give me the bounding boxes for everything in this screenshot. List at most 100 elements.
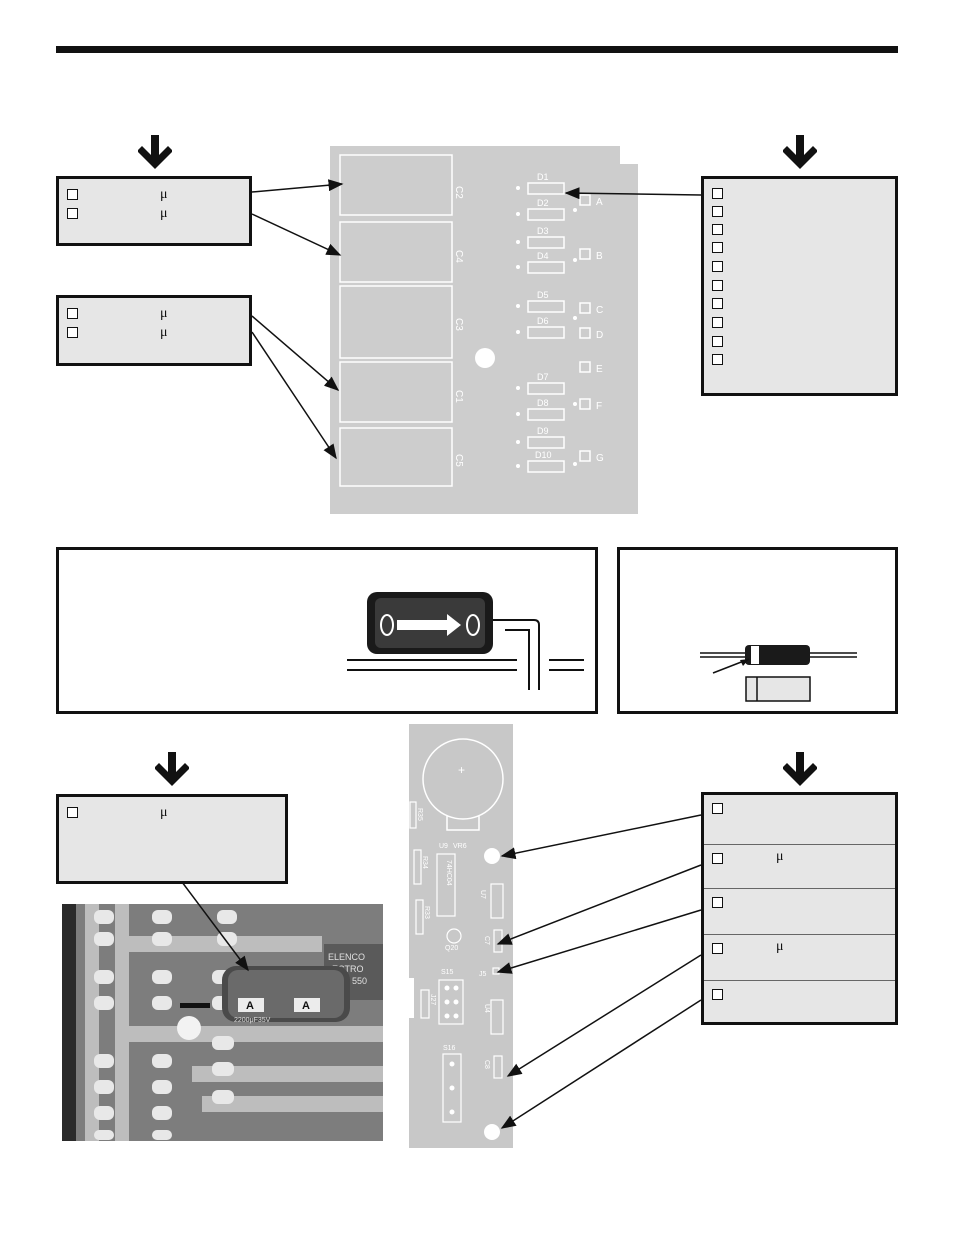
point-g-label: G [596,453,604,464]
d1-label: D1 [537,172,549,182]
part-s15: S15 [441,969,454,976]
c1-label: C1 [453,390,464,403]
cap-mark-2: A [302,1000,310,1012]
checklist-item [712,334,727,350]
pointer-lines-top [251,179,702,460]
checklist-item: μ [67,306,168,322]
checkbox[interactable] [712,943,723,954]
point-a-label: A [596,197,603,208]
checklist-item [712,278,727,294]
checklist-box-c2-c4: μ μ [56,176,252,246]
svg-text:+: + [458,763,465,777]
part-q20: Q20 [445,945,458,952]
part-u7: U7 [479,890,486,899]
checkbox[interactable] [67,208,78,220]
micro-symbol: μ [160,206,168,221]
diode-illustration [700,645,857,702]
checkbox[interactable] [67,807,78,819]
checklist-box-diodes [701,176,898,396]
photo-brand-1: ELENCO [328,952,365,962]
capacitor-mounting-panel [56,547,598,714]
c4-label: C4 [453,250,464,263]
d9-label: D9 [537,426,549,436]
d7-label: D7 [537,372,549,382]
micro-symbol: μ [160,187,168,202]
cap-mark-1: A [246,1000,254,1012]
part-r34: R34 [421,856,428,869]
checklist-item [704,889,895,935]
micro-symbol: μ [776,939,784,954]
checklist-item: μ [67,206,168,222]
checkbox[interactable] [712,897,723,908]
checkbox[interactable] [712,224,723,236]
checkbox[interactable] [712,989,723,1000]
down-arrow-icon [783,752,817,786]
photo-brand-3: 550 [352,976,367,986]
checklist-item: μ [704,935,895,981]
part-u9: U9 [439,843,448,850]
checkbox[interactable] [712,317,723,329]
c2-label: C2 [453,186,464,199]
checklist-item [704,981,895,1023]
checklist-box-c3-c1-c5: μ μ [56,295,252,366]
checklist-item [712,240,727,256]
pointer-lines-bottom [181,814,702,1129]
down-arrow-icon [138,135,172,169]
part-u4: U4 [483,1004,490,1013]
part-c8: C8 [483,1060,490,1069]
d3-label: D3 [537,226,549,236]
photo-brand-2: ECTRO [332,964,364,974]
pcb-bottom-diagram: + R35 U9 VR6 R34 74HC04 U7 R33 Q20 C7 S1… [409,724,513,1148]
checkbox[interactable] [67,308,78,320]
part-j27: J27 [429,994,436,1005]
micro-symbol: μ [776,849,784,864]
cap-spec-text: 2200μF35V [234,1017,271,1024]
checklist-box-bottom-right: μ μ [701,792,898,1025]
checkbox[interactable] [712,280,723,292]
checklist-item [712,296,727,312]
part-s16: S16 [443,1045,456,1052]
checkbox[interactable] [712,261,723,273]
checklist-item [712,352,727,368]
pcb-top-diagram: C2 C4 C3 C1 C5 D1 D2 D3 D4 D5 D6 D7 D8 D… [330,146,638,514]
electrolytic-capacitor-illustration [347,592,584,690]
point-f-label: F [596,401,602,412]
checkbox[interactable] [712,336,723,348]
checkbox[interactable] [67,189,78,201]
d4-label: D4 [537,251,549,261]
checklist-box-bottom-left: μ [56,794,288,884]
d6-label: D6 [537,316,549,326]
checklist-item [712,315,727,331]
part-r35: R35 [416,808,423,821]
part-j5: J5 [479,971,487,978]
d10-label: D10 [535,450,552,460]
micro-symbol: μ [160,325,168,340]
down-arrow-icon [155,752,189,786]
checkbox[interactable] [712,803,723,814]
micro-symbol: μ [160,306,168,321]
capacitor-photo: ELENCO ECTRO 550 A A 2200μF35V [62,904,383,1141]
checkbox[interactable] [712,206,723,218]
part-c7: C7 [483,936,490,945]
checkbox[interactable] [712,242,723,254]
checklist-item: μ [67,805,168,821]
checkbox[interactable] [712,188,723,200]
checklist-item: μ [704,845,895,889]
checklist-item: μ [67,325,168,341]
part-74hc04: 74HC04 [445,860,452,886]
part-r33: R33 [423,906,430,919]
d2-label: D2 [537,198,549,208]
point-d-label: D [596,330,603,341]
checkbox[interactable] [712,354,723,366]
checklist-item: μ [67,187,168,203]
checkbox[interactable] [712,853,723,864]
point-e-label: E [596,364,603,375]
checkbox[interactable] [67,327,78,339]
diode-orientation-panel [617,547,898,714]
checklist-item [704,795,895,845]
checkbox[interactable] [712,298,723,310]
c3-label: C3 [453,318,464,331]
d5-label: D5 [537,290,549,300]
point-c-label: C [596,305,603,316]
part-vr6: VR6 [453,843,467,850]
